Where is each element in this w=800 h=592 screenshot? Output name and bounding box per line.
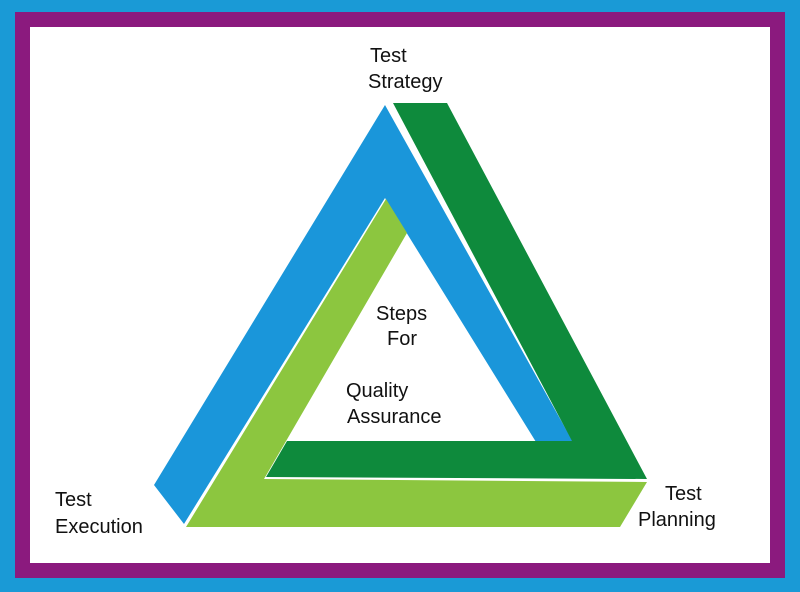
green-band [266,103,647,479]
center-line2: For [387,328,417,350]
center-line1: Steps [376,303,427,325]
blue-band [154,105,573,524]
right-label-line1: Test [665,483,702,505]
lime-band [186,199,647,527]
left-label-line2: Execution [55,516,143,538]
right-label-line2: Planning [638,509,716,531]
center-line3: Quality [346,380,408,402]
top-label-line1: Test [370,45,407,67]
top-label-line2: Strategy [368,71,442,93]
center-line4: Assurance [347,406,442,428]
left-label-line1: Test [55,489,92,511]
